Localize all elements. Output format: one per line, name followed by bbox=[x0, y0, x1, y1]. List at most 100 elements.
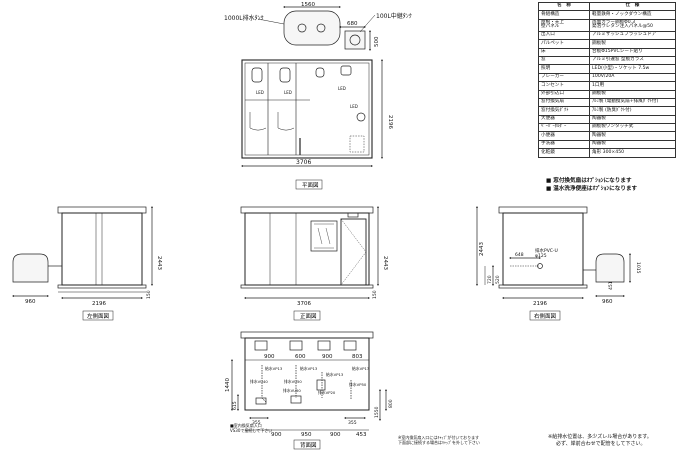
back-roof bbox=[240, 331, 374, 339]
spec-item-value: 陶器製 bbox=[589, 131, 676, 141]
back-vp-label: 排水VP20 bbox=[318, 390, 336, 395]
relay-tank-cap-icon bbox=[349, 34, 361, 46]
right-caption-box bbox=[529, 310, 561, 321]
fixture-icon bbox=[255, 397, 267, 405]
right-tank bbox=[595, 253, 625, 283]
front-elev-text: 2443 3706 150 bbox=[297, 256, 388, 307]
front-caption: 正面図 bbox=[300, 313, 317, 320]
right-dim-height: 2443 bbox=[479, 242, 485, 256]
back-vp-label: 排水VU40 bbox=[250, 379, 268, 384]
back-wall bbox=[244, 337, 370, 411]
left-elev-text: 2443 2196 960 150 bbox=[25, 256, 162, 307]
fixture-icon bbox=[290, 395, 302, 404]
plan-view bbox=[240, 5, 384, 168]
spec-header-spec: 仕 様 bbox=[589, 1, 676, 12]
spec-row: 大便器陶器製 bbox=[538, 114, 676, 125]
back-vp-label: 給水VP13 bbox=[352, 366, 370, 371]
spec-row: 化粧鏡角形 300×450 bbox=[538, 148, 676, 158]
spec-item-value: 両面カラー鋼板Φ0.3 発泡ウレタン注入パネル@50 bbox=[589, 18, 676, 32]
note-line: ■ 温水洗浄便座はｵﾌﾟｼｮﾝになります bbox=[546, 185, 638, 192]
back-note-center: ※室内換気扇入口にはｷｬｯﾌﾟが付いております bbox=[398, 434, 479, 440]
spec-row: 出入口アルミサッシュフラッシュドア bbox=[538, 30, 676, 41]
spec-item-value: 鋼板製ワンタッチ式 bbox=[589, 123, 676, 133]
back-dim-1550: 1550 bbox=[374, 406, 380, 418]
left-dim-base: 150 bbox=[146, 290, 152, 299]
spec-item-value: 合板Φ15PVCシート貼り bbox=[589, 47, 676, 57]
back-dim-355-left: 355 bbox=[252, 420, 261, 426]
back-dim-bottom: 900 bbox=[271, 432, 282, 438]
plan-led-label: LED bbox=[284, 90, 292, 95]
toilet-icon bbox=[279, 67, 291, 83]
back-dim-615: 615 bbox=[232, 401, 238, 410]
spec-item-name: 手洗器 bbox=[538, 139, 590, 150]
back-vp-label: 排水VU50 bbox=[284, 379, 302, 384]
mirror-icon bbox=[356, 112, 366, 122]
left-elevation bbox=[11, 205, 154, 300]
plan-dim-tank-width: 1560 bbox=[301, 2, 315, 8]
spec-item-name: 床 bbox=[538, 47, 590, 57]
spec-item-value: 角形 300×450 bbox=[589, 148, 676, 158]
urinal-icon bbox=[315, 67, 325, 78]
plan-tank-left-label: 1000L排水ﾀﾝｸ bbox=[224, 14, 264, 22]
spec-item-name: コンセント bbox=[538, 81, 590, 91]
right-dim-451: 451 bbox=[608, 281, 614, 290]
plan-caption-box bbox=[295, 179, 323, 190]
spec-item-name: ﾍﾟｰﾊﾟｰﾎﾙﾀﾞｰ bbox=[538, 123, 590, 133]
spec-item-value: 鋼板製 bbox=[589, 89, 676, 99]
plan-led-label: LED bbox=[338, 86, 346, 91]
back-note-left: ■室内換気扇入口 bbox=[230, 422, 262, 428]
back-caption-box bbox=[293, 439, 321, 450]
note-line: ■ 窓付換気扇はｵﾌﾟｼｮﾝになります bbox=[546, 178, 632, 184]
spec-row: 窓付換気ﾀﾞｸﾄｱﾙﾐ製 (防臭ﾀﾞｸﾄ付) bbox=[538, 106, 676, 116]
spec-item-name: 外部引込口 bbox=[538, 89, 590, 99]
left-roof bbox=[57, 206, 147, 214]
spec-row: 手洗器陶器製 bbox=[538, 139, 676, 150]
spec-item-name: ブレーカー bbox=[538, 72, 590, 83]
spec-row: パルペット鋼板製 bbox=[538, 39, 676, 49]
spec-item-name: 屋根・天上 壁パネル bbox=[538, 18, 590, 32]
spec-row: 窓アルミ引違窓 型板ガラス bbox=[538, 55, 676, 66]
back-dim-top: 600 bbox=[295, 354, 306, 360]
plan-led-label: LED bbox=[256, 90, 264, 95]
right-dim-520: 520 bbox=[495, 275, 501, 284]
front-roof bbox=[240, 206, 374, 214]
spec-item-value: 軽量鉄骨・ノックダウン構造 bbox=[589, 10, 676, 20]
spec-item-name: 大便器 bbox=[538, 114, 590, 125]
spec-item-value: 陶器製 bbox=[589, 114, 676, 125]
relay-tank-100l bbox=[344, 30, 366, 50]
spec-item-value: 100V/20A bbox=[589, 72, 676, 83]
plan-text: 1000L排水ﾀﾝｸ 100L中継ﾀﾝｸ 1560 680 500 2196 3… bbox=[224, 2, 412, 166]
spec-item-name: 出入口 bbox=[538, 30, 590, 41]
plan-tank-right-label: 100L中継ﾀﾝｸ bbox=[376, 12, 412, 20]
front-window bbox=[310, 220, 338, 252]
front-dim-base: 150 bbox=[372, 290, 378, 299]
sink-icon bbox=[340, 65, 352, 76]
door-swing bbox=[249, 112, 267, 131]
fixture-icon bbox=[316, 379, 326, 391]
back-dim-bottom: 900 bbox=[330, 432, 341, 438]
front-dim-height: 2443 bbox=[382, 256, 388, 270]
left-dim-tank: 960 bbox=[25, 299, 36, 305]
left-dim-height: 2443 bbox=[156, 256, 162, 270]
front-caption-box bbox=[293, 310, 321, 321]
door-swing bbox=[277, 112, 295, 131]
plan-dim-top-right: 500 bbox=[374, 36, 380, 47]
right-caption: 右側面図 bbox=[534, 312, 557, 320]
spec-item-name: 照明 bbox=[538, 64, 590, 74]
left-caption-box bbox=[82, 310, 114, 321]
drain-outlet-icon bbox=[537, 263, 543, 269]
note-line: ※給排水位置は、多少ズレル場合があります。 bbox=[548, 434, 652, 440]
plan-led-label: LED bbox=[350, 104, 358, 109]
right-dim-width: 2196 bbox=[533, 301, 547, 307]
notes-foot: ※給排水位置は、多少ズレル場合があります。 必ず、岸前合わせで配管をして下さい。 bbox=[548, 434, 652, 448]
spec-item-value: アルミサッシュフラッシュドア bbox=[589, 30, 676, 41]
spec-row: 骨組構造軽量鉄骨・ノックダウン構造 bbox=[538, 10, 676, 20]
spec-item-value: LED(小型)・ソケット 7.5w bbox=[589, 64, 676, 74]
back-dim-top: 803 bbox=[352, 354, 363, 360]
left-caption: 左側面図 bbox=[87, 312, 110, 320]
left-dim-width: 2196 bbox=[92, 301, 106, 307]
